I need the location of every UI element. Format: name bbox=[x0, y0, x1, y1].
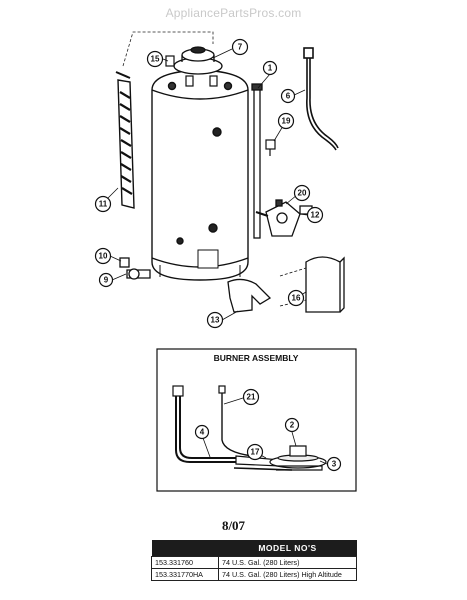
svg-text:15: 15 bbox=[151, 55, 160, 64]
model-description: 74 U.S. Gal. (280 Liters) bbox=[218, 556, 357, 569]
inset-title: BURNER ASSEMBLY bbox=[214, 353, 299, 363]
callout-7: 7 bbox=[231, 38, 249, 56]
svg-text:17: 17 bbox=[251, 448, 260, 457]
callout-15: 15 bbox=[146, 50, 164, 68]
drain-valve-part bbox=[119, 257, 151, 280]
fitting-19-part bbox=[265, 139, 276, 156]
flue-baffle-part bbox=[115, 71, 135, 209]
svg-text:16: 16 bbox=[292, 294, 301, 303]
svg-text:7: 7 bbox=[238, 43, 243, 52]
table-row: 153.331760 74 U.S. Gal. (280 Liters) bbox=[151, 556, 357, 569]
diagram-date: 8/07 bbox=[221, 518, 246, 533]
callout-21: 21 bbox=[242, 388, 260, 406]
svg-text:4: 4 bbox=[200, 428, 205, 437]
site-watermark: AppliancePartsPros.com bbox=[165, 6, 302, 20]
model-number: 153.331760 bbox=[151, 556, 219, 569]
callout-2: 2 bbox=[284, 417, 300, 433]
dip-tube-part bbox=[251, 83, 263, 239]
callout-4: 4 bbox=[194, 424, 210, 440]
svg-text:10: 10 bbox=[99, 252, 108, 261]
svg-text:2: 2 bbox=[290, 421, 295, 430]
base-panel-part bbox=[227, 278, 272, 313]
callout-3: 3 bbox=[326, 456, 342, 472]
tank-body bbox=[151, 69, 249, 281]
callout-6: 6 bbox=[280, 88, 296, 104]
svg-text:9: 9 bbox=[104, 276, 109, 285]
model-numbers-table: MODEL NO'S 153.331760 74 U.S. Gal. (280 … bbox=[151, 540, 357, 581]
svg-text:21: 21 bbox=[247, 393, 256, 402]
model-description: 74 U.S. Gal. (280 Liters) High Altitude bbox=[218, 568, 357, 581]
nipple-fittings-part bbox=[165, 55, 218, 87]
drain-line-part bbox=[303, 47, 339, 151]
outer-door-part bbox=[279, 256, 345, 313]
callout-19: 19 bbox=[277, 112, 295, 130]
callout-13: 13 bbox=[206, 311, 224, 329]
callout-9: 9 bbox=[98, 272, 114, 288]
model-number: 153.331770HA bbox=[151, 568, 219, 581]
burner-assembly-inset bbox=[156, 348, 357, 492]
svg-text:1: 1 bbox=[268, 64, 273, 73]
callout-10: 10 bbox=[94, 247, 112, 265]
gas-valve-part bbox=[255, 199, 313, 237]
svg-text:13: 13 bbox=[211, 316, 220, 325]
svg-text:6: 6 bbox=[286, 92, 291, 101]
callout-11: 11 bbox=[94, 195, 112, 213]
callout-17: 17 bbox=[246, 443, 264, 461]
svg-text:20: 20 bbox=[298, 189, 307, 198]
callout-20: 20 bbox=[293, 184, 311, 202]
callout-16: 16 bbox=[287, 289, 305, 307]
svg-text:12: 12 bbox=[311, 211, 320, 220]
callout-12: 12 bbox=[306, 206, 324, 224]
svg-text:19: 19 bbox=[282, 117, 291, 126]
draft-hood-part bbox=[173, 46, 223, 75]
dashed-guide-top bbox=[122, 31, 214, 67]
model-header: MODEL NO'S bbox=[218, 540, 357, 557]
svg-text:3: 3 bbox=[332, 460, 337, 469]
model-table-header-row: MODEL NO'S bbox=[151, 540, 357, 557]
callout-1: 1 bbox=[262, 60, 278, 76]
model-header-blank bbox=[151, 540, 219, 557]
svg-text:11: 11 bbox=[99, 200, 108, 209]
table-row: 153.331770HA 74 U.S. Gal. (280 Liters) H… bbox=[151, 568, 357, 581]
